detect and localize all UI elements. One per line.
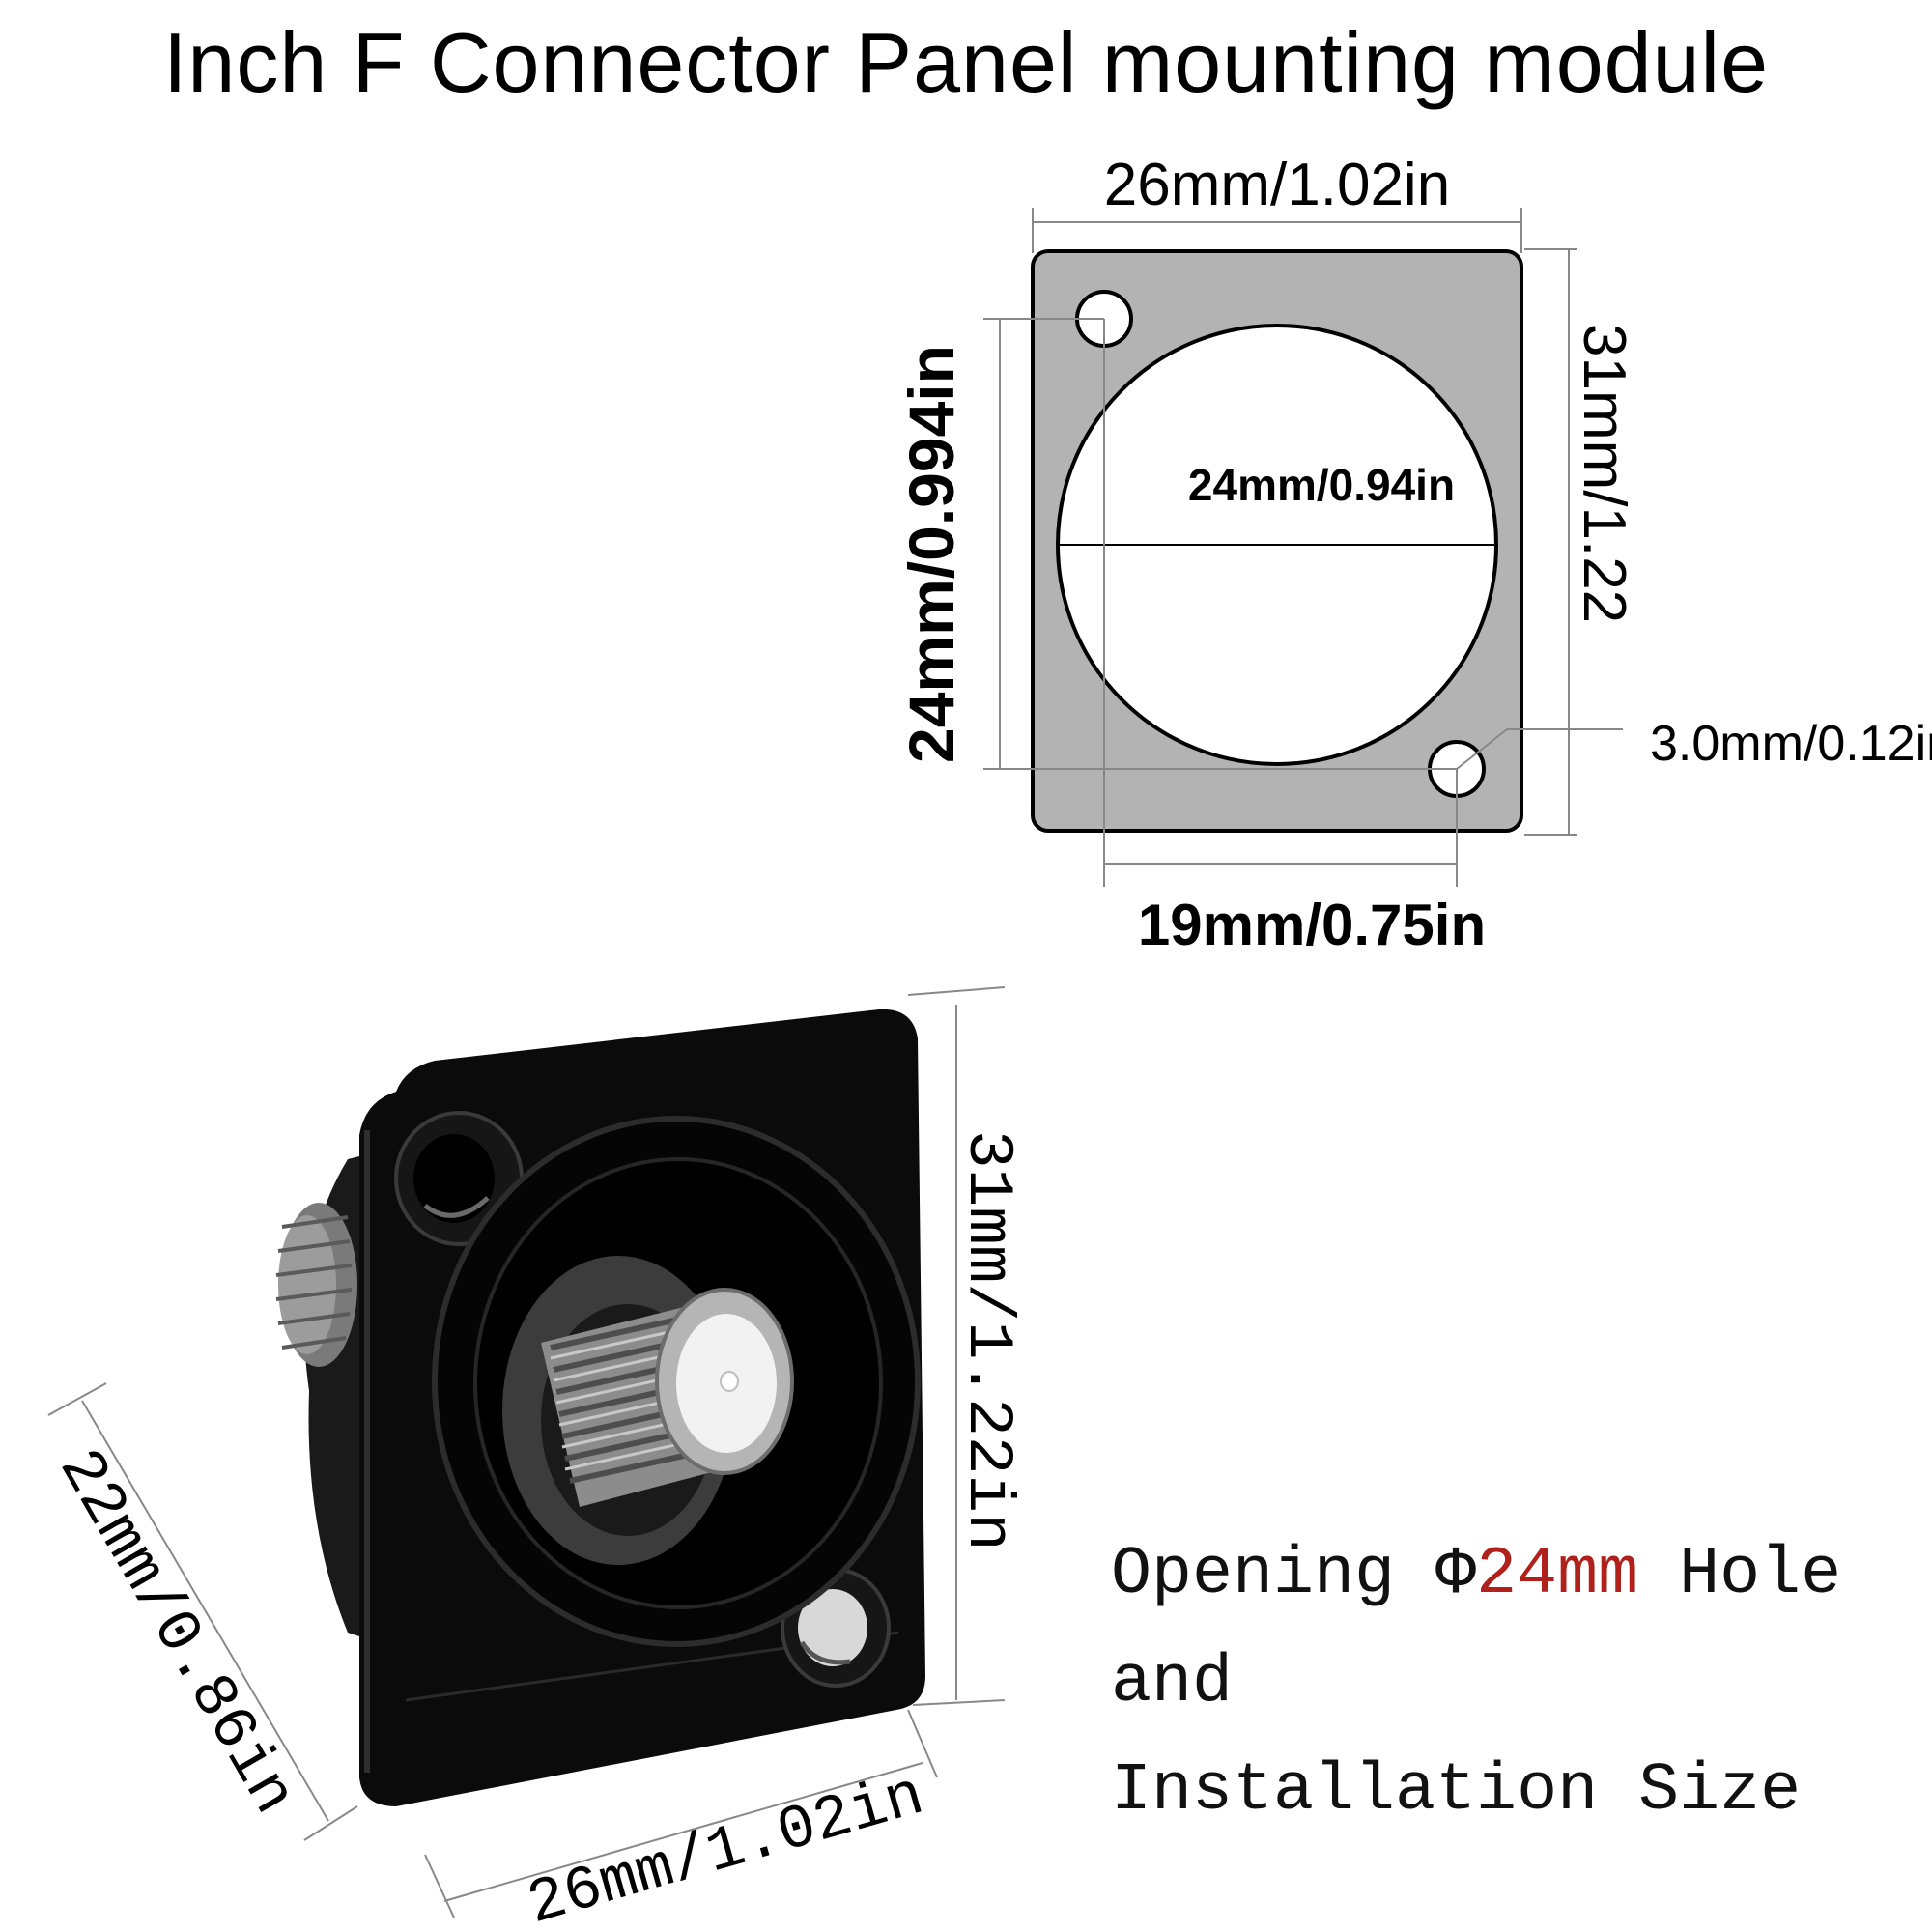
- screw-hole-leader: [1456, 728, 1623, 770]
- caption-highlight: 24mm: [1476, 1537, 1639, 1613]
- hole-spacing-vertical-dimension: [983, 318, 1457, 770]
- panel-technical-drawing: [983, 208, 1623, 887]
- connector-product-image: [47, 986, 1006, 1918]
- product-width-label: 26mm/1.02in: [521, 1762, 932, 1932]
- width-dimension: [1032, 208, 1522, 253]
- rear-f-connector: [275, 1203, 357, 1367]
- front-f-connector: [541, 1288, 794, 1507]
- drawing-height-label: 31mm/1.22: [1571, 324, 1637, 623]
- drawing-width-label: 26mm/1.02in: [1104, 152, 1450, 218]
- product-width-dimension: [424, 1709, 938, 1918]
- height-dimension: [1524, 248, 1577, 836]
- caption-line-2: Installation Size: [1111, 1753, 1802, 1830]
- drawing-hole-spacing-horizontal-label: 19mm/0.75in: [1138, 893, 1486, 957]
- product-height-label: 31mm/1.22in: [952, 1130, 1024, 1551]
- caption-part1: Opening Φ: [1111, 1537, 1477, 1613]
- installation-caption: Opening Φ24mm Hole and Installation Size: [1111, 1521, 1922, 1846]
- drawing-screw-hole-label: 3.0mm/0.12in: [1650, 716, 1932, 772]
- caption-line-1: Opening Φ24mm Hole and: [1111, 1521, 1922, 1738]
- drawing-hole-spacing-vertical-label: 24mm/0.994in: [895, 345, 967, 763]
- product-depth-dimension: [47, 1382, 358, 1841]
- product-depth-label: 22mm/0.86in: [43, 1438, 308, 1827]
- page-title: Inch F Connector Panel mounting module: [162, 14, 1770, 110]
- caption-part2: Hole and: [1111, 1537, 1842, 1721]
- drawing-center-hole-label: 24mm/0.94in: [1188, 460, 1455, 510]
- product-height-dimension: [907, 986, 1006, 1706]
- hole-spacing-horizontal-dimension: [1103, 319, 1458, 887]
